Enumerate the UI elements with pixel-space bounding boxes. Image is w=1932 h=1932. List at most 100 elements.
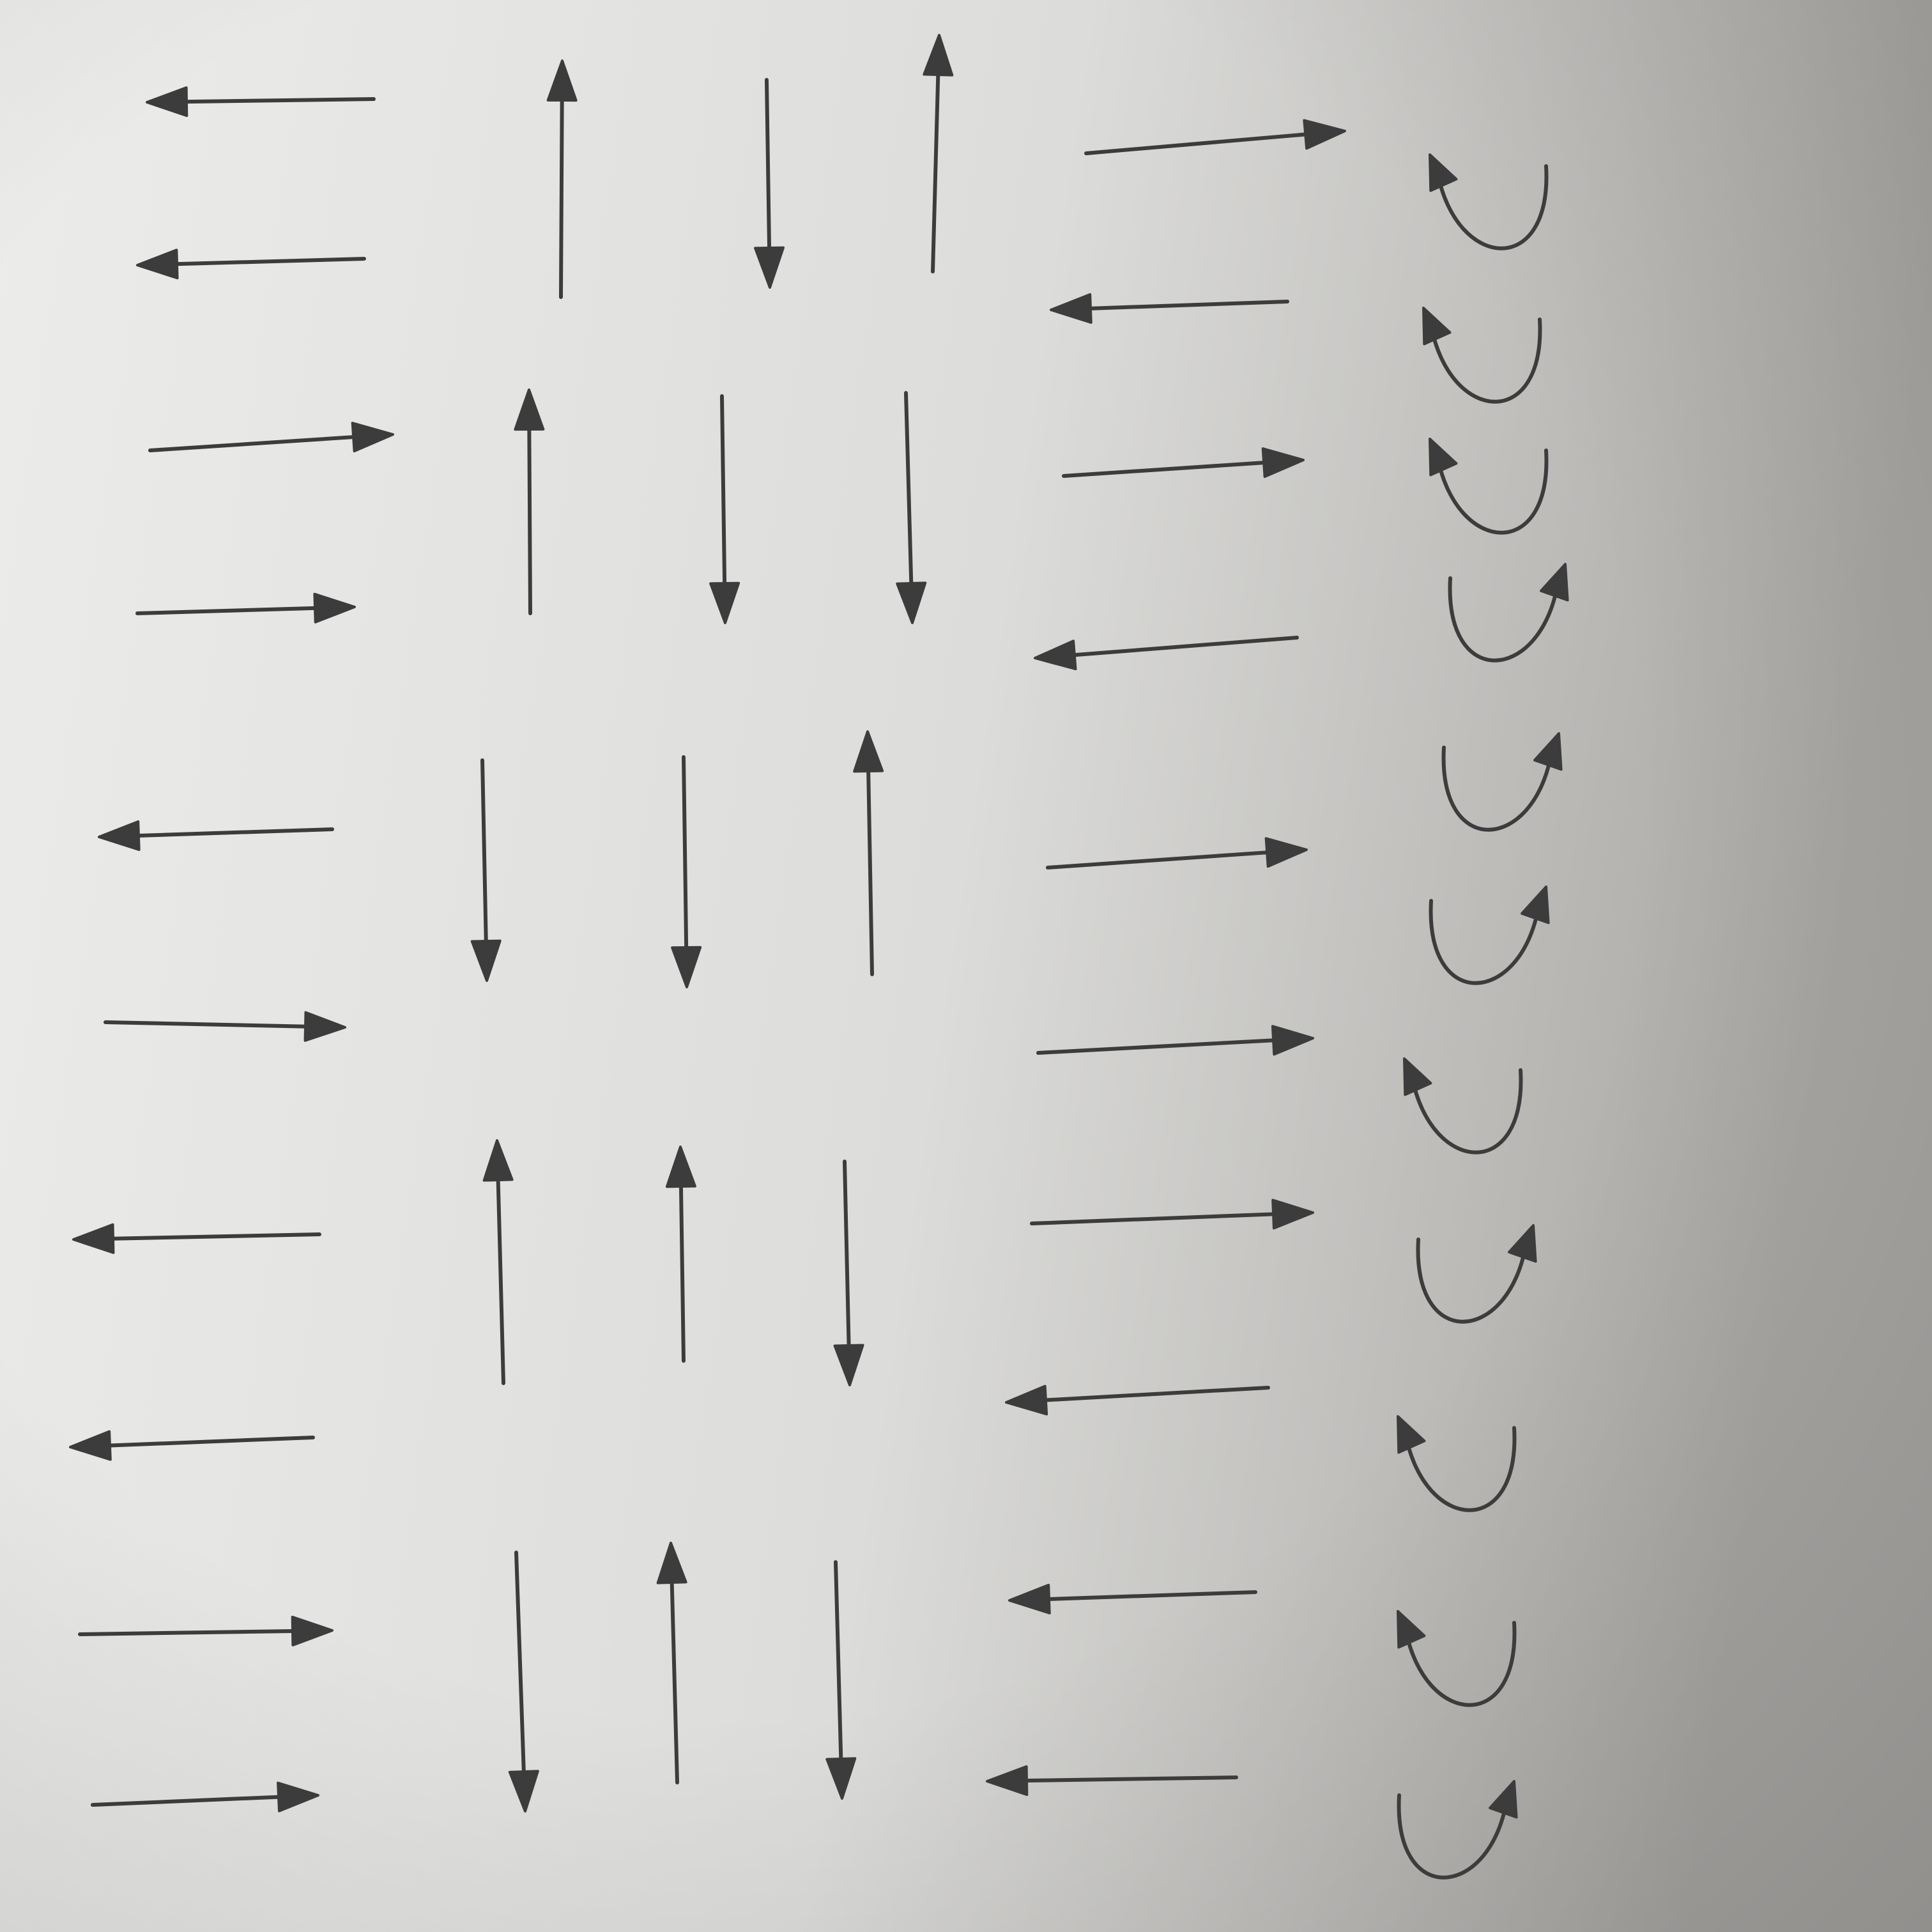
arrow-down-icon [508,1551,539,1813]
arrow-head [72,1223,115,1254]
arrow-head [303,1011,346,1042]
arrow-shaft [1057,636,1299,659]
arrow-up-icon [656,1542,687,1784]
curl-arrow-left-icon [1403,1057,1523,1154]
arrow-head [1271,1025,1314,1056]
arrow-head [1261,447,1305,479]
arrow-shaft [904,391,914,601]
arrow-shaft [765,78,772,266]
arrow-shaft [92,1436,315,1448]
arrow-right-icon [103,1011,346,1042]
arrow-shaft [121,827,334,838]
arrow-head [709,581,740,624]
arrow-head [277,1781,319,1813]
arrow-shaft [682,755,689,965]
curl-stroke [1429,318,1542,404]
arrow-left-icon [72,1223,321,1254]
arrow-head [470,939,502,982]
arrow-shaft [834,1560,843,1777]
arrow-head [546,59,578,102]
arrow-down-icon [896,391,927,624]
arrow-head [1264,837,1308,868]
arrow-head [482,1139,514,1182]
arrow-shaft [1046,849,1285,870]
arrow-right-icon [78,1615,334,1646]
curl-arrow-left-icon [1397,1415,1517,1512]
arrow-head [1008,1583,1051,1614]
curl-stroke [1441,746,1553,832]
arrow-head [986,1765,1029,1797]
arrow-up-icon [482,1139,514,1385]
arrow-shaft [1031,1590,1257,1602]
arrow-right-icon [1062,447,1305,479]
arrow-head [351,422,394,453]
arrow-shaft [931,57,940,273]
arrow-head [1521,885,1550,924]
arrow-head [69,1430,112,1461]
arrow-left-icon [69,1430,315,1461]
arrow-head [1429,153,1458,192]
curl-stroke [1404,1426,1517,1512]
curl-stroke [1436,448,1549,535]
arrow-head [1429,438,1458,477]
arrow-head [146,86,188,118]
arrow-shaft [495,1162,505,1385]
arrow-head [508,1770,539,1813]
arrow-shaft [1009,1775,1238,1783]
arrow-head [1508,1224,1537,1263]
arrow-left-icon [1005,1384,1270,1416]
arrow-right-icon [135,592,356,624]
curl-stroke [1404,1621,1517,1707]
arrow-head [1034,640,1077,671]
arrow-head [1397,1415,1426,1454]
arrow-shaft [514,1551,526,1790]
arrow-shaft [527,411,532,615]
arrow-left-icon [1050,293,1289,324]
arrow-shaft [1084,131,1323,155]
arrow-head [136,249,179,280]
arrow-shaft [1028,1386,1270,1403]
arrow-shaft [91,1794,296,1807]
arrow-up-icon [546,59,578,299]
arrow-shaft [678,1169,686,1363]
arrow-shaft [843,1160,852,1363]
arrow-down-icon [470,758,502,982]
arrow-head [671,946,702,988]
arrow-head [1005,1384,1048,1416]
arrow-right-icon [91,1781,319,1813]
arrow-left-icon [136,249,366,280]
arrow-head [1422,307,1452,346]
curl-arrow-right-icon [1448,563,1569,663]
arrow-right-icon [1030,1199,1314,1230]
arrow-down-icon [833,1160,864,1386]
arrow-head [665,1146,696,1188]
curl-arrow-right-icon [1429,885,1550,985]
arrow-head [656,1542,687,1584]
arrow-shaft [480,758,489,959]
arrow-head [1533,732,1563,771]
arrow-shaft [1030,1211,1291,1225]
arrow-head [1050,293,1092,324]
arrow-shaft [866,753,874,976]
arrow-head [1540,563,1569,602]
arrow-shaft [148,434,371,452]
arrow-head [1397,1610,1426,1649]
curl-arrow-left-icon [1422,307,1542,404]
arrow-head [291,1615,334,1646]
arrow-shaft [169,97,376,104]
arrow-head [923,34,954,77]
arrow-shaft [103,1020,323,1029]
arrow-head [825,1757,857,1800]
arrow-up-icon [514,388,545,615]
arrow-shaft [135,606,333,615]
curl-stroke [1429,899,1540,985]
arrow-down-icon [754,78,785,289]
arrow-left-icon [98,820,334,851]
arrow-head [833,1344,864,1386]
arrow-down-icon [671,755,702,988]
arrow-shaft [1036,1037,1291,1055]
arrow-right-icon [1084,119,1346,155]
arrow-shaft [78,1629,310,1636]
